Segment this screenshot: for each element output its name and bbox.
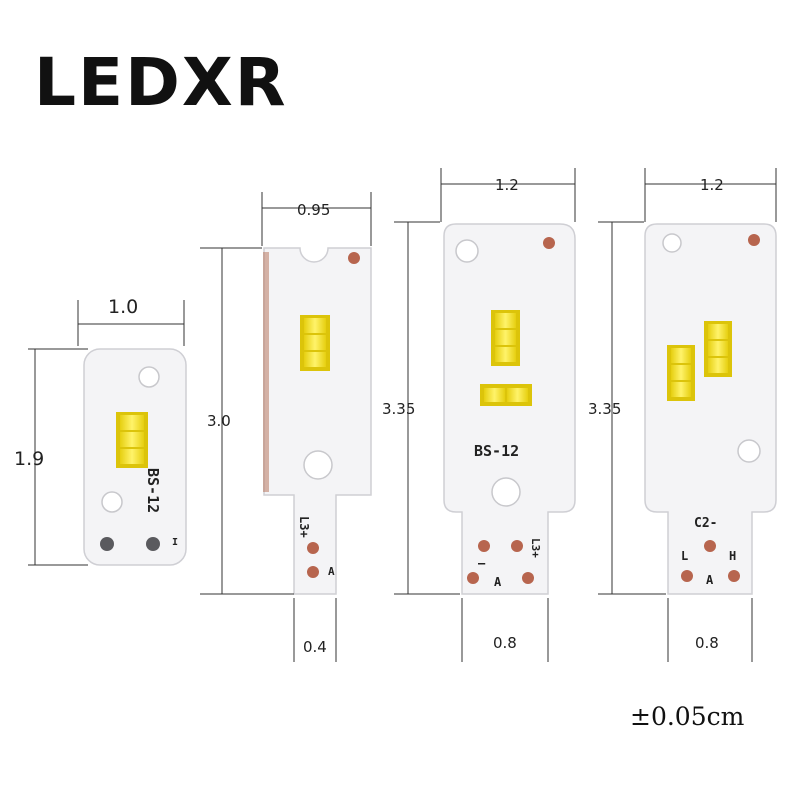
led-chip [671,348,691,363]
led-chip [120,432,144,447]
dimension-lines [394,168,576,662]
height-label: 3.35 [382,400,415,418]
width-label: 1.0 [108,296,138,318]
tolerance-note: ±0.05cm [630,702,745,731]
board-4-pcb [644,223,777,595]
led-chip-array [300,315,330,371]
board-4: C2- L H A 1.2 3.35 0.8 [588,168,777,662]
led-chip [120,415,144,430]
led-chip [495,313,516,328]
mount-hole [491,477,521,507]
solder-pad [348,252,360,264]
copper-edge [263,252,269,492]
brand-logo: LEDXR [34,44,288,121]
led-chip [708,341,728,356]
silkscreen-label: BS-12 [144,468,162,513]
led-chip [304,352,326,367]
solder-pad [728,570,740,582]
led-chip [671,382,691,397]
dimension-lines [28,300,185,566]
led-chip [708,324,728,339]
solder-pad [307,566,319,578]
pad-label-top: L3+ [297,516,311,538]
led-chip [507,388,528,402]
led-chip [708,358,728,373]
height-label: 3.35 [588,400,621,418]
pad-label-left: L [681,549,688,563]
mount-hole [455,239,479,263]
board-2-pcb [263,247,372,595]
mount-hole [101,491,123,513]
height-label: 1.9 [14,448,44,470]
solder-pad [478,540,490,552]
silkscreen-label: C2- [694,516,717,531]
width-label: 1.2 [495,176,519,194]
solder-pad [748,234,760,246]
mount-hole [303,450,333,480]
pad-label-right: L3+ [529,538,542,558]
led-chip [671,365,691,380]
width-label: 1.2 [700,176,724,194]
board-2: L3+ A 0.95 3.0 0.4 [200,192,372,662]
tab-width-label: 0.4 [303,638,327,656]
solder-pad [681,570,693,582]
led-chip-array [116,412,148,468]
board-3-pcb [443,223,576,595]
mount-hole [662,233,682,253]
solder-pad [511,540,523,552]
mount-hole [138,366,160,388]
silkscreen-mark: I [172,537,178,548]
width-label: 0.95 [297,201,330,219]
board-3: BS-12 – L3+ A 1.2 3.35 0.8 [382,168,576,662]
pad-label-bottom: A [494,575,502,589]
dimension-lines [598,168,777,662]
solder-pad [467,572,479,584]
pad-label-bottom: A [328,565,335,578]
led-chip-array [667,321,732,401]
pad-label-left: – [478,556,486,570]
solder-pad [146,537,160,551]
led-chip [304,318,326,333]
led-chip [495,347,516,362]
solder-pad [307,542,319,554]
mount-hole [737,439,761,463]
led-chip [304,335,326,350]
led-chip [484,388,505,402]
solder-pad [100,537,114,551]
height-label: 3.0 [207,412,231,430]
led-chip [120,449,144,464]
solder-pad [522,572,534,584]
led-chip [495,330,516,345]
led-chip-array [480,310,532,406]
board-1: BS-12 I 1.0 1.9 [14,296,187,566]
dimension-lines [200,192,372,662]
tab-width-label: 0.8 [493,634,517,652]
pad-label-bottom: A [706,573,714,587]
solder-pad [543,237,555,249]
pad-label-right: H [729,549,736,563]
tab-width-label: 0.8 [695,634,719,652]
solder-pad [704,540,716,552]
silkscreen-label: BS-12 [474,442,519,460]
